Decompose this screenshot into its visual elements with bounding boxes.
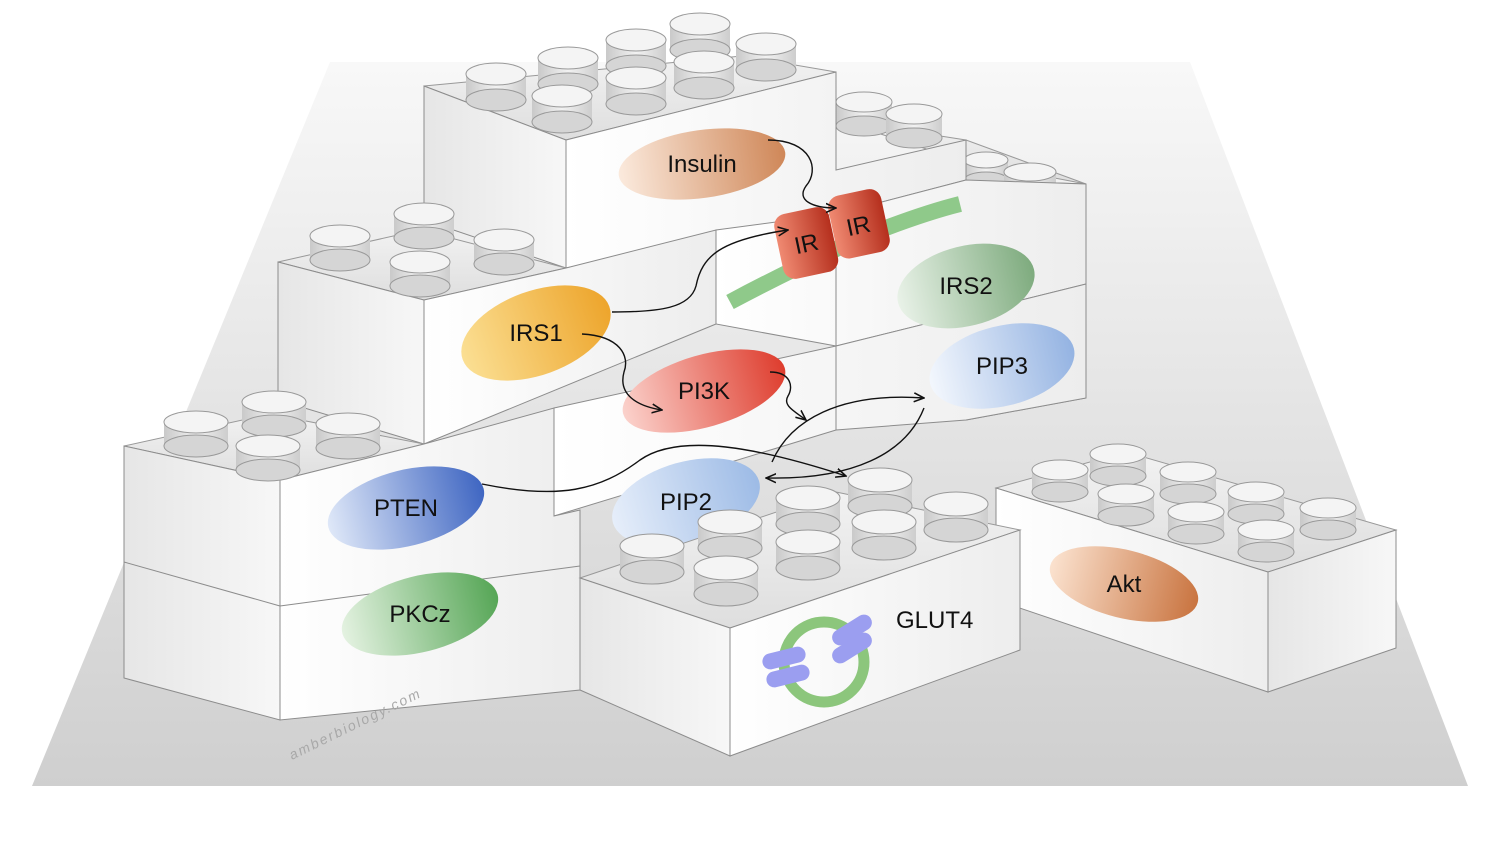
studs-bottom-left: [163, 390, 381, 482]
ir-right-label: IR: [844, 211, 873, 242]
node-ir-left: IR: [774, 207, 839, 279]
brick-lower-middle: [553, 283, 1087, 517]
node-akt: Akt: [1049, 546, 1199, 622]
pip2-label: PIP2: [660, 489, 712, 516]
node-pkcz: PKCz: [341, 572, 499, 656]
arrow-insulin-to-ir: [767, 139, 836, 208]
node-pip3: PIP3: [929, 323, 1075, 409]
studs-glut4: [619, 467, 989, 607]
insulin-label: Insulin: [667, 151, 736, 178]
glut4-transporter-icon: [762, 614, 872, 708]
arrow-pip3-to-pip2: [766, 407, 925, 478]
irs1-label: IRS1: [509, 320, 562, 347]
arrow-irs1-to-ir: [611, 230, 788, 313]
studs-akt: [1031, 443, 1357, 563]
akt-label: Akt: [1107, 571, 1142, 598]
studs-top: [465, 12, 797, 134]
node-insulin: Insulin: [618, 128, 786, 200]
studs-back-right: [835, 91, 1057, 204]
pi3k-label: PI3K: [678, 378, 730, 405]
glut4-label: GLUT4: [896, 607, 973, 634]
arrow-irs1-to-pi3k: [581, 333, 662, 410]
irs2-label: IRS2: [939, 273, 992, 300]
ir-left-label: IR: [792, 229, 821, 260]
node-irs1: IRS1: [461, 285, 611, 381]
studs-middle-left: [309, 202, 535, 298]
node-pten: PTEN: [327, 466, 485, 550]
arrow-pi3k-to-pip2: [769, 371, 806, 420]
pkcz-label: PKCz: [389, 601, 450, 628]
pten-label: PTEN: [374, 495, 438, 522]
arrow-pten-to-pip2: [481, 444, 846, 493]
arrows: [481, 139, 925, 493]
pip3-label: PIP3: [976, 353, 1028, 380]
node-irs2: IRS2: [897, 243, 1035, 329]
arrow-pip2-to-pip3: [771, 397, 924, 463]
node-ir-right: IR: [828, 189, 890, 259]
